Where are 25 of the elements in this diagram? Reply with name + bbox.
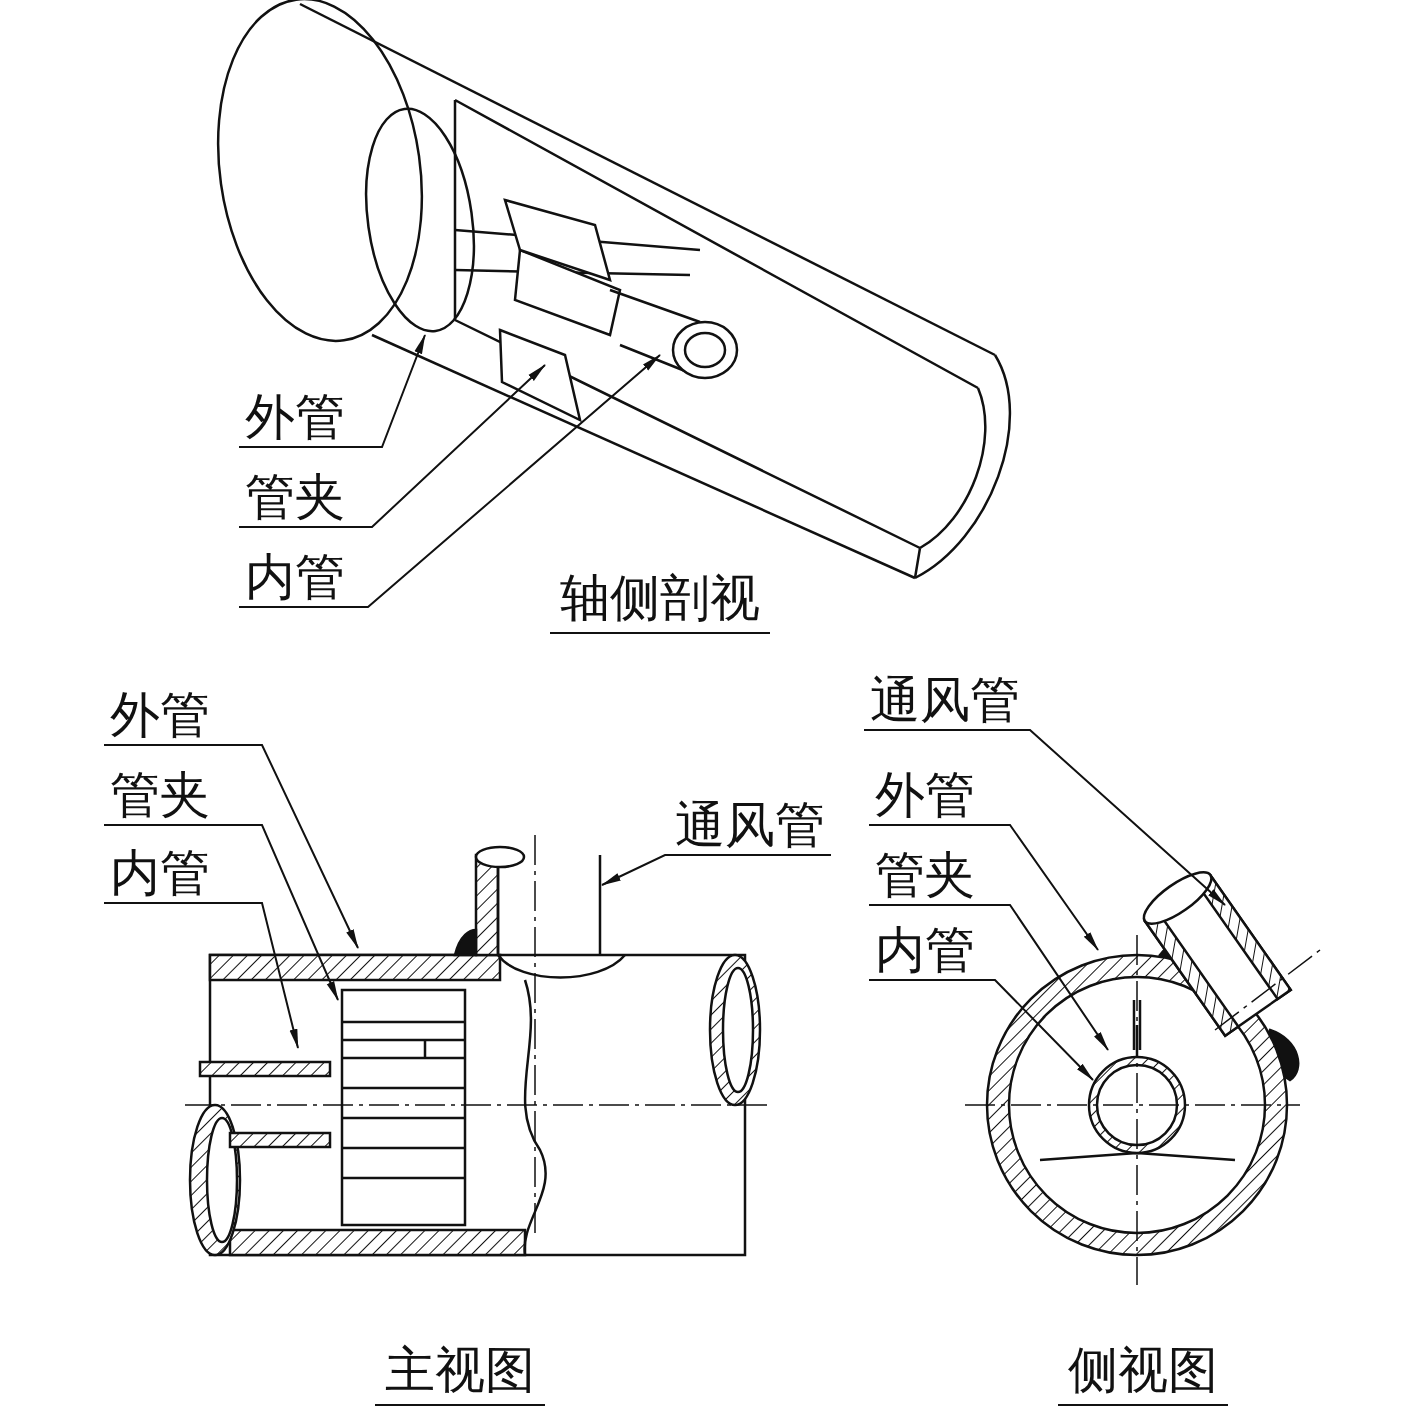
leader-line (238, 364, 546, 528)
leader-line (601, 854, 832, 886)
part-label: 管夹 (869, 847, 981, 903)
leader-line (103, 902, 299, 1049)
part-label: 外管 (239, 389, 351, 445)
part-label: 外管 (104, 687, 216, 743)
part-label: 通风管 (669, 797, 831, 853)
leader-line (103, 824, 339, 1001)
leader-line (863, 729, 1226, 906)
part-label: 外管 (869, 767, 981, 823)
leader-line (238, 334, 426, 448)
part-label: 内管 (869, 922, 981, 978)
view-caption: 主视图 (375, 1342, 545, 1406)
leader-line (868, 979, 1094, 1081)
view-caption: 侧视图 (1058, 1342, 1228, 1406)
leader-line (868, 904, 1109, 1051)
part-label: 内管 (239, 549, 351, 605)
leader-line (238, 354, 661, 608)
leader-line (868, 824, 1099, 951)
part-label: 管夹 (239, 469, 351, 525)
part-label: 内管 (104, 845, 216, 901)
leader-line (103, 744, 359, 949)
view-caption: 轴侧剖视 (550, 570, 770, 634)
part-label: 通风管 (864, 672, 1026, 728)
part-label: 管夹 (104, 767, 216, 823)
